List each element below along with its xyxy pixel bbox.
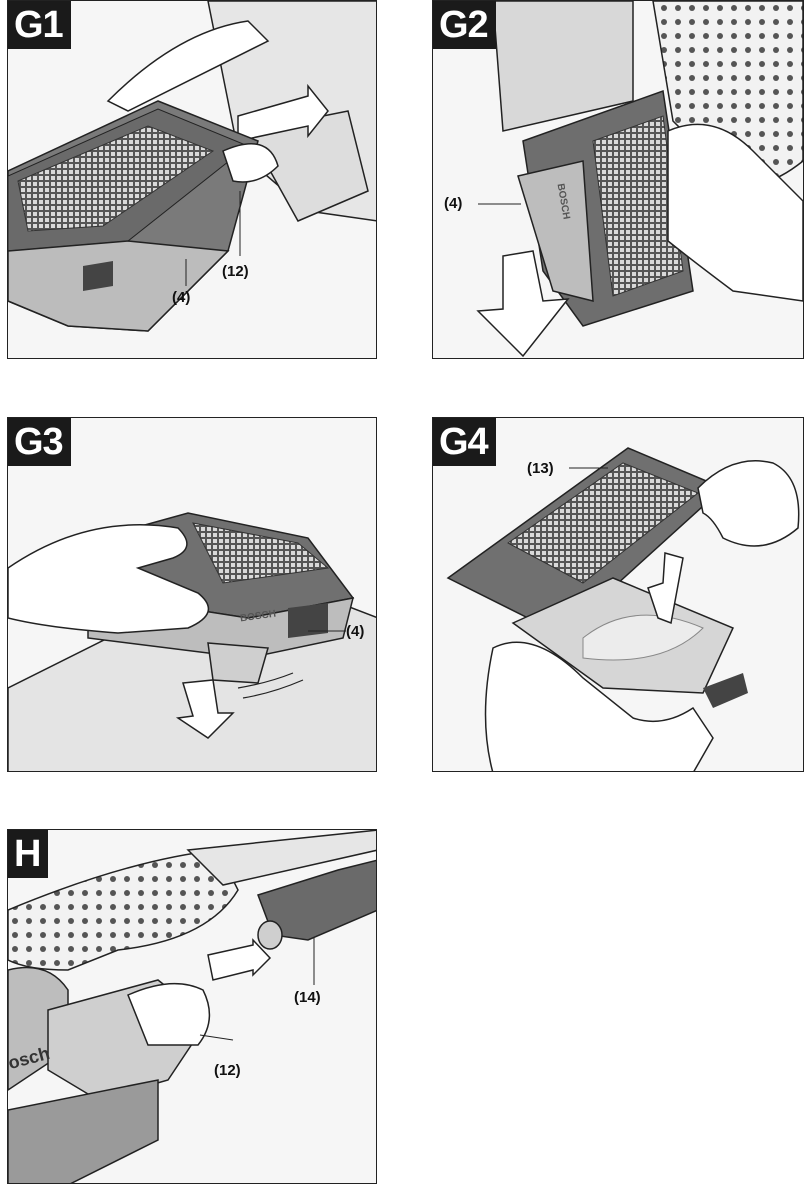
panel-label-g4: G4 — [433, 418, 496, 466]
panel-g1: G1 (12) (4) — [7, 0, 377, 359]
illustration-h — [8, 830, 376, 1183]
callout-4: (4) — [444, 195, 463, 212]
callout-4: (4) — [172, 289, 191, 306]
panel-label-h: H — [8, 830, 49, 878]
panel-g2: G2 BOSCH (4) — [432, 0, 804, 359]
callout-14: (14) — [294, 989, 321, 1006]
panel-g3: G3 BOSCH (4) — [7, 417, 377, 772]
panel-label-g1: G1 — [8, 1, 71, 49]
callout-4: (4) — [346, 623, 365, 640]
panel-label-g2: G2 — [433, 1, 496, 49]
callout-12: (12) — [214, 1062, 241, 1079]
panel-label-g3: G3 — [8, 418, 71, 466]
panel-h: H osch (14) (12) — [7, 829, 377, 1184]
illustration-g1 — [8, 1, 376, 332]
callout-13: (13) — [527, 460, 554, 477]
illustration-g3 — [8, 512, 376, 771]
illustration-g2 — [476, 1, 803, 358]
callout-12: (12) — [222, 263, 249, 280]
illustration-g4 — [446, 447, 800, 771]
panel-g4: G4 (13) — [432, 417, 804, 772]
